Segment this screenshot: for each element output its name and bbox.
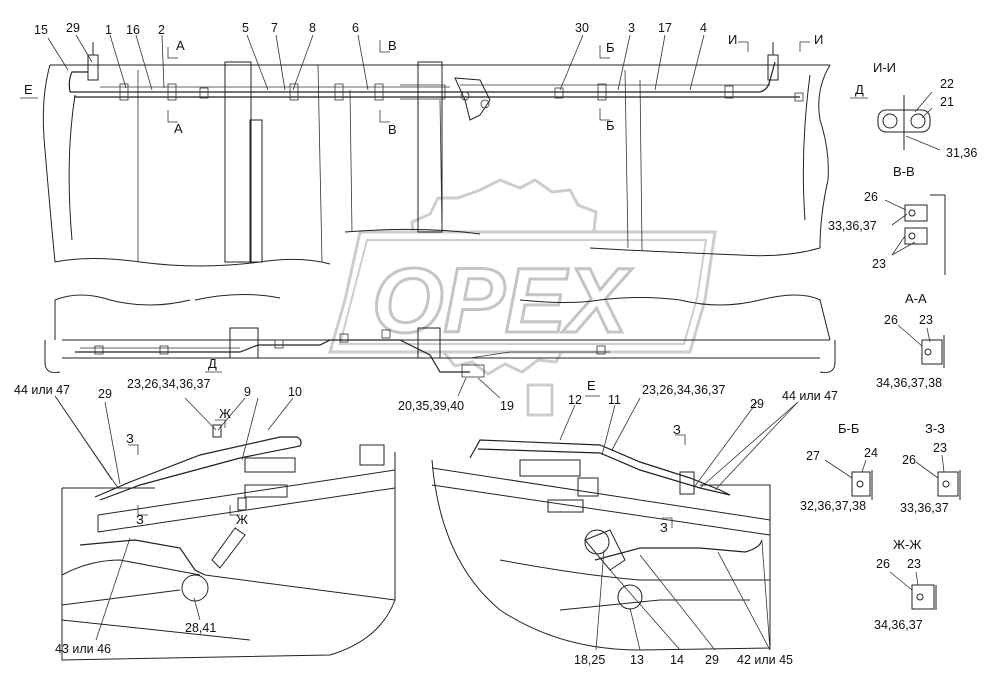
callout-12: 12 <box>568 393 582 407</box>
callout-23-26-34-36-37-right: 23,26,34,36,37 <box>642 383 725 397</box>
section-a-title: А-А <box>905 291 927 306</box>
cut-zh-top: Ж <box>219 406 231 421</box>
section-view-v <box>884 194 946 275</box>
section-b-label-24: 24 <box>864 446 878 460</box>
view-d-side: Д <box>208 356 217 371</box>
callout-2: 2 <box>158 23 165 37</box>
section-a-label-34-36-37-38: 34,36,37,38 <box>876 376 942 390</box>
section-view-z <box>915 454 961 500</box>
section-zh-title: Ж-Ж <box>893 537 921 552</box>
callout-29-left: 29 <box>98 387 112 401</box>
cut-marks <box>20 40 868 528</box>
section-view-b <box>824 459 873 500</box>
callout-43-or-46: 43 или 46 <box>55 642 111 656</box>
callout-44-or-47-right: 44 или 47 <box>782 389 838 403</box>
left-mount-view <box>61 424 396 661</box>
callout-3: 3 <box>628 21 635 35</box>
callout-14: 14 <box>670 653 684 667</box>
cut-i-left: И <box>728 32 737 47</box>
cut-z-right-bottom: З <box>660 520 668 535</box>
cut-letters: А А В В Б Б И И Е Д Д Е Ж Ж З З З З <box>24 32 864 535</box>
callout-6: 6 <box>352 21 359 35</box>
section-view-i <box>877 91 941 151</box>
callout-labels: 15 29 1 16 2 5 7 8 6 30 3 17 4 20,35,39,… <box>14 21 838 667</box>
section-zh-label-23: 23 <box>907 557 921 571</box>
section-b-label-27: 27 <box>806 449 820 463</box>
cut-v-top: В <box>388 38 397 53</box>
callout-42-or-45: 42 или 45 <box>737 653 793 667</box>
section-z-label-23: 23 <box>933 441 947 455</box>
tank-top-view <box>42 42 831 267</box>
callout-10: 10 <box>288 385 302 399</box>
callout-30: 30 <box>575 21 589 35</box>
section-i-title: И-И <box>873 60 896 75</box>
tank-side-view <box>44 293 836 378</box>
section-v-label-26: 26 <box>864 190 878 204</box>
cut-b-top: Б <box>606 40 615 55</box>
section-b-title: Б-Б <box>838 421 859 436</box>
callout-9: 9 <box>244 385 251 399</box>
view-d-top: Д <box>855 82 864 97</box>
cut-zh-bottom: Ж <box>236 512 248 527</box>
callout-44-or-47-left: 44 или 47 <box>14 383 70 397</box>
callout-19: 19 <box>500 399 514 413</box>
callout-17: 17 <box>658 21 672 35</box>
right-mount-view <box>431 439 771 651</box>
section-i-label-21: 21 <box>940 95 954 109</box>
cut-a-top: А <box>176 38 185 53</box>
cut-a-bottom: А <box>174 121 183 136</box>
callout-4: 4 <box>700 21 707 35</box>
callout-18-25: 18,25 <box>574 653 605 667</box>
section-v-label-23: 23 <box>872 257 886 271</box>
section-z-title: З-З <box>925 421 945 436</box>
section-v-label-33-36-37: 33,36,37 <box>828 219 877 233</box>
section-b-label-32-36-37-38: 32,36,37,38 <box>800 499 866 513</box>
section-z-label-33-36-37: 33,36,37 <box>900 501 949 515</box>
callout-13: 13 <box>630 653 644 667</box>
section-zh-label-26: 26 <box>876 557 890 571</box>
cut-z-left-top: З <box>126 431 134 446</box>
section-a-label-23: 23 <box>919 313 933 327</box>
section-view-zh <box>889 571 937 610</box>
callout-28-41: 28,41 <box>185 621 216 635</box>
cut-z-right-top: З <box>673 422 681 437</box>
callout-8: 8 <box>309 21 316 35</box>
cut-z-left-bottom: З <box>136 512 144 527</box>
callout-16: 16 <box>126 23 140 37</box>
section-a-label-26: 26 <box>884 313 898 327</box>
callout-5: 5 <box>242 21 249 35</box>
callout-15: 15 <box>34 23 48 37</box>
cut-b-bottom: Б <box>606 118 615 133</box>
callout-11: 11 <box>608 393 621 407</box>
callout-29: 29 <box>66 21 80 35</box>
view-e-top: Е <box>24 82 33 97</box>
cut-v-bottom: В <box>388 122 397 137</box>
callout-29-bottom: 29 <box>705 653 719 667</box>
section-i-label-31-36: 31,36 <box>946 146 977 160</box>
callout-7: 7 <box>271 21 278 35</box>
section-zh-label-34-36-37: 34,36,37 <box>874 618 923 632</box>
callout-23-26-34-36-37-left: 23,26,34,36,37 <box>127 377 210 391</box>
leader-lines <box>47 34 799 651</box>
section-view-a <box>897 324 945 368</box>
section-labels: И-И 22 21 31,36 В-В 26 33,36,37 23 А-А 2… <box>800 60 977 632</box>
section-z-label-26: 26 <box>902 453 916 467</box>
callout-1: 1 <box>105 23 112 37</box>
section-v-title: В-В <box>893 164 915 179</box>
section-i-label-22: 22 <box>940 77 954 91</box>
callout-29-right: 29 <box>750 397 764 411</box>
callout-20-35-39-40: 20,35,39,40 <box>398 399 464 413</box>
view-e-side: Е <box>587 378 596 393</box>
cut-i-right: И <box>814 32 823 47</box>
